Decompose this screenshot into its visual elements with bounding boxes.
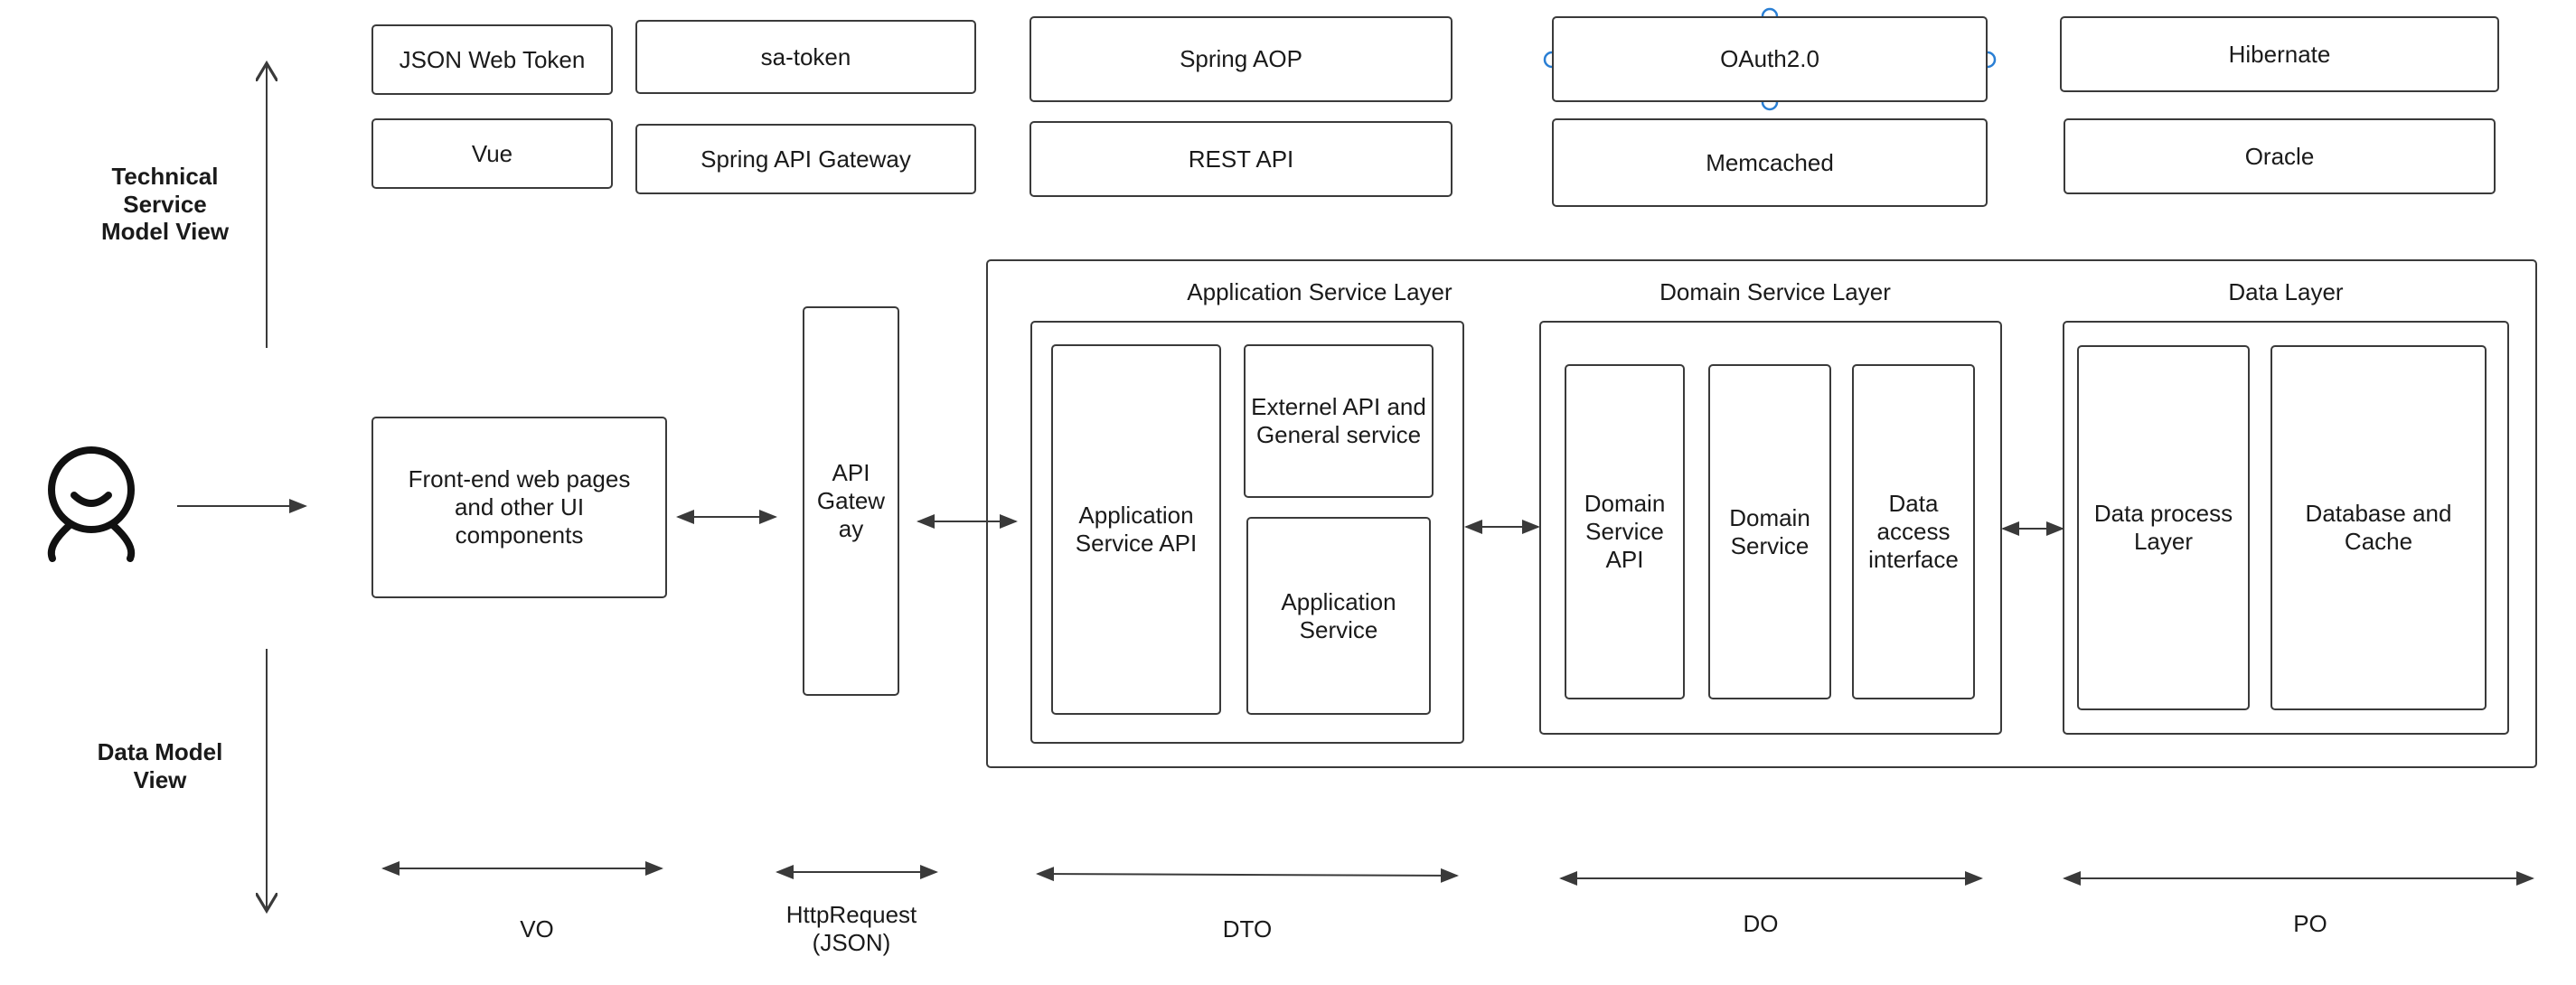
domain-service-api[interactable]: Domain Service API <box>1565 364 1685 699</box>
frontend-box[interactable]: Front-end web pages and other UI compone… <box>371 417 667 598</box>
tech-jwt-label: JSON Web Token <box>399 45 586 73</box>
application-service-api-label: Application Service API <box>1075 502 1198 557</box>
data-process-layer[interactable]: Data process Layer <box>2077 345 2250 710</box>
tech-hibernate[interactable]: Hibernate <box>2060 16 2499 92</box>
data-model-view-label: Data Model View <box>97 738 223 793</box>
application-layer-title: Application Service Layer <box>1187 278 1453 305</box>
database-and-cache-label: Database and Cache <box>2305 500 2452 555</box>
tech-hibernate-label: Hibernate <box>2228 40 2331 68</box>
application-layer-frame <box>1030 321 1464 744</box>
tech-memcached[interactable]: Memcached <box>1552 118 1988 207</box>
database-and-cache[interactable]: Database and Cache <box>2270 345 2487 710</box>
data-layer-title: Data Layer <box>2228 278 2344 305</box>
tech-sa-token[interactable]: sa-token <box>635 20 976 94</box>
frontend-label: Front-end web pages and other UI compone… <box>408 465 631 549</box>
tech-oracle-label: Oracle <box>2244 142 2315 170</box>
tech-jwt[interactable]: JSON Web Token <box>371 24 613 95</box>
tech-oauth-label: OAuth2.0 <box>1720 45 1819 73</box>
technical-view-label: Technical Service Model View <box>100 163 230 246</box>
data-process-layer-label: Data process Layer <box>2093 500 2233 555</box>
external-api-general-service-label: Externel API and General service <box>1251 393 1426 448</box>
application-service-label: Application Service <box>1281 587 1396 643</box>
tech-oauth[interactable]: OAuth2.0 <box>1552 16 1988 102</box>
data-layer-frame <box>2063 321 2509 735</box>
dto-span-arrow <box>1036 867 1459 883</box>
tech-oracle[interactable]: Oracle <box>2064 118 2496 194</box>
tech-sa-token-label: sa-token <box>760 42 851 70</box>
vo-label: VO <box>520 915 554 943</box>
data-access-interface-label: Data access interface <box>1868 490 1959 573</box>
application-service-api[interactable]: Application Service API <box>1051 344 1221 715</box>
tech-memcached-label: Memcached <box>1706 148 1834 176</box>
tech-spring-aop-label: Spring AOP <box>1180 45 1302 73</box>
tech-vue-label: Vue <box>471 139 513 167</box>
api-gateway-label: API Gatew ay <box>816 459 886 542</box>
http-request-label: HttpRequest (JSON) <box>785 901 917 956</box>
tech-spring-gateway[interactable]: Spring API Gateway <box>635 124 976 194</box>
external-api-general-service[interactable]: Externel API and General service <box>1244 344 1434 498</box>
domain-layer-frame <box>1539 321 2002 735</box>
data-access-interface[interactable]: Data access interface <box>1852 364 1975 699</box>
tech-rest-api[interactable]: REST API <box>1029 121 1453 197</box>
tech-spring-gateway-label: Spring API Gateway <box>700 145 911 173</box>
tech-vue[interactable]: Vue <box>371 118 613 189</box>
po-label: PO <box>2293 910 2327 937</box>
backend-frame <box>986 259 2537 768</box>
api-gateway-box[interactable]: API Gatew ay <box>803 306 899 696</box>
tech-spring-aop[interactable]: Spring AOP <box>1029 16 1453 102</box>
domain-service-label: Domain Service <box>1729 503 1810 559</box>
domain-service[interactable]: Domain Service <box>1708 364 1831 699</box>
domain-layer-title: Domain Service Layer <box>1659 278 1891 305</box>
user-icon <box>47 446 136 562</box>
do-label: DO <box>1743 910 1779 937</box>
application-service[interactable]: Application Service <box>1246 517 1431 715</box>
tech-rest-api-label: REST API <box>1188 145 1294 173</box>
domain-service-api-label: Domain Service API <box>1584 490 1666 573</box>
dto-label: DTO <box>1222 915 1273 943</box>
